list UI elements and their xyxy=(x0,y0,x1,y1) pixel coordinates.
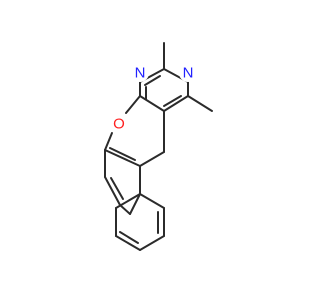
bond-c12b-c6a xyxy=(104,149,141,167)
bond-c6-c5-double xyxy=(110,177,124,200)
bond-c12c-c12 xyxy=(139,193,165,209)
bond-c11-c10 xyxy=(139,235,165,251)
bond-ch2-c12b xyxy=(139,151,165,167)
bond-c10-c9-double xyxy=(119,231,139,244)
bond-layer xyxy=(104,42,213,251)
atom-n2: N xyxy=(179,64,197,82)
atom-o1-label: O xyxy=(113,116,125,133)
bond-c4-c4a-double xyxy=(163,95,182,107)
bond-c4a-c8a xyxy=(139,95,165,112)
atom-n1-bg xyxy=(131,64,149,82)
structure-canvas: N N O xyxy=(104,42,213,251)
bond-c8-c12c xyxy=(115,193,141,209)
atom-o1-bg xyxy=(110,115,128,133)
bond-c8a-o xyxy=(125,95,141,114)
atom-n1: N xyxy=(131,64,149,82)
atom-n1-label: N xyxy=(135,65,146,82)
bond-o-c6a xyxy=(104,132,113,151)
bond-c10-c9 xyxy=(115,235,141,251)
bond-c4b-c12c xyxy=(129,193,141,215)
bond-c4-c4a xyxy=(163,95,189,112)
bond-c4-methyl xyxy=(187,95,213,112)
atom-n2-label: N xyxy=(183,65,194,82)
bond-c12b-c6a-double xyxy=(109,147,136,161)
bond-c2-n1-double xyxy=(144,75,161,86)
bond-c5-c4b xyxy=(119,204,131,215)
atom-o1: O xyxy=(110,115,128,133)
atom-n2-bg xyxy=(179,64,197,82)
atom-labels: N N O xyxy=(110,64,197,133)
bond-c6-c5 xyxy=(104,176,121,206)
